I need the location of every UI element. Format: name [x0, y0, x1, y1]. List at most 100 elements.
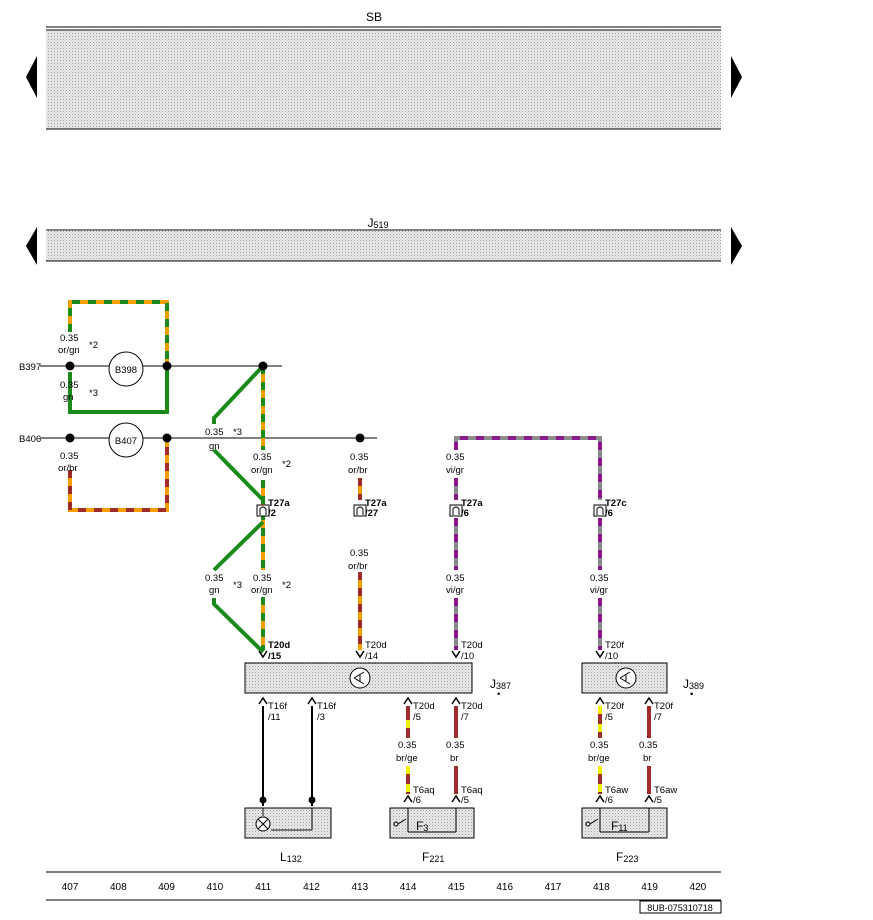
wire-label-color: or/br [348, 465, 368, 476]
wire-label-size: 0.35 [590, 573, 609, 584]
bus-j519-label: J519 [367, 216, 388, 230]
connector-t20f-10[interactable]: T20f /10 [595, 640, 624, 662]
component-j389-label: J389 [683, 677, 704, 691]
component-f221[interactable]: F3 F221 [389, 807, 475, 864]
wire-label-color: or/gn [251, 465, 273, 476]
connector-t20d-10[interactable]: T20d /10 [451, 640, 483, 662]
document-id: 8UB-075310718 [639, 900, 722, 914]
connector-t16f-11[interactable]: T16f /11 [258, 696, 287, 723]
wire-label-size: 0.35 [398, 740, 417, 751]
bus-sb-right-arrow-icon[interactable] [731, 56, 742, 98]
wire-label-size: 0.35 [253, 573, 272, 584]
svg-text:T6aq: T6aq [413, 785, 435, 796]
connector-t20d-15[interactable]: T20d /15 [258, 640, 290, 662]
wire-label-size: 0.35 [639, 740, 658, 751]
svg-text:/15: /15 [268, 651, 282, 662]
connector-t27a-6[interactable]: T27a /6 [449, 498, 483, 519]
column-number: 417 [545, 882, 562, 893]
wire-label-size: 0.35 [446, 452, 465, 463]
wire-vi-gr[interactable] [454, 436, 602, 650]
wire-label-color: gn [209, 441, 220, 452]
connector-t27a-27[interactable]: T27a /27 [353, 498, 387, 519]
bus-j519: J519 [26, 216, 742, 265]
svg-text:/10: /10 [461, 651, 474, 662]
svg-text:•: • [690, 689, 693, 700]
component-f223[interactable]: F11 F223 [581, 807, 668, 864]
column-number: 410 [207, 882, 224, 893]
svg-text:T16f: T16f [268, 701, 287, 712]
svg-text:B407: B407 [115, 436, 137, 447]
svg-text:T20d: T20d [461, 640, 483, 651]
svg-text:/6: /6 [605, 795, 613, 806]
connector-t20d-14[interactable]: T20d /14 [355, 640, 387, 662]
svg-text:T20d: T20d [268, 640, 290, 651]
connector-t16f-3[interactable]: T16f /3 [307, 696, 336, 723]
wire-label-size: 0.35 [446, 740, 465, 751]
wire-411-gn-bypass[interactable] [212, 364, 265, 654]
connector-t6aw-6[interactable]: T6aw /6 [595, 785, 628, 806]
splice-b398[interactable]: B398 [108, 351, 144, 387]
splice-b407[interactable]: B407 [108, 422, 144, 458]
connector-t6aw-5[interactable]: T6aw /5 [644, 785, 677, 806]
svg-text:T20f: T20f [605, 701, 624, 712]
svg-text:T20d: T20d [365, 640, 387, 651]
svg-text:/5: /5 [461, 795, 469, 806]
wire-loop-or-br[interactable] [68, 438, 169, 512]
connector-t20f-5[interactable]: T20f /5 [595, 696, 624, 723]
wire-black-l132[interactable] [259, 706, 316, 806]
svg-text:T16f: T16f [317, 701, 336, 712]
wire-note: *2 [282, 459, 291, 470]
wire-note: *3 [233, 427, 242, 438]
edge-label-b397: B397 [19, 362, 41, 373]
wire-label-size: 0.35 [205, 427, 224, 438]
connector-t20d-7[interactable]: T20d /7 [451, 696, 483, 723]
component-j387[interactable]: J387 • [244, 662, 511, 700]
bus-j519-left-arrow-icon[interactable] [26, 227, 37, 265]
wire-label-color: br/ge [588, 753, 610, 764]
svg-text:8UB-075310718: 8UB-075310718 [647, 903, 713, 913]
wire-note: *2 [282, 580, 291, 591]
wire-label-size: 0.35 [350, 548, 369, 559]
wire-label-size: 0.35 [205, 573, 224, 584]
connector-t27c-6[interactable]: T27c /6 [593, 498, 627, 519]
bus-j519-right-arrow-icon[interactable] [731, 227, 742, 265]
switch-icon [585, 817, 601, 832]
svg-text:T6aq: T6aq [461, 785, 483, 796]
svg-text:T27c: T27c [605, 498, 627, 509]
component-f11-label: F11 [611, 819, 628, 833]
connector-t6aq-6[interactable]: T6aq /6 [403, 785, 435, 806]
column-number: 408 [110, 882, 127, 893]
wire-loop-or-gn[interactable] [68, 300, 169, 366]
wire-note: *3 [233, 580, 242, 591]
component-l132-label: L132 [280, 850, 302, 864]
column-number: 414 [400, 882, 417, 893]
wire-loop-gn[interactable] [68, 366, 169, 414]
connector-t20f-7[interactable]: T20f /7 [644, 696, 673, 723]
column-number: 419 [641, 882, 658, 893]
wire-label-color: br [643, 753, 651, 764]
wire-label-size: 0.35 [60, 333, 79, 344]
svg-text:/5: /5 [605, 712, 613, 723]
svg-text:T20f: T20f [605, 640, 624, 651]
svg-text:/10: /10 [605, 651, 618, 662]
svg-text:T27a: T27a [365, 498, 387, 509]
svg-text:T6aw: T6aw [605, 785, 628, 796]
wire-label-color: br/ge [396, 753, 418, 764]
bus-sb-left-arrow-icon[interactable] [26, 56, 37, 98]
bus-sb: SB [26, 10, 742, 130]
component-l132[interactable]: L132 [244, 807, 332, 864]
svg-text:/6: /6 [413, 795, 421, 806]
wire-label-size: 0.35 [590, 740, 609, 751]
wire-label-size: 0.35 [60, 451, 79, 462]
svg-text:/5: /5 [413, 712, 421, 723]
column-number: 411 [255, 882, 271, 893]
svg-text:/14: /14 [365, 651, 378, 662]
connector-t6aq-5[interactable]: T6aq /5 [451, 785, 483, 806]
component-j389[interactable]: J389 • [581, 662, 704, 700]
wire-label-color: br [450, 753, 458, 764]
connector-t27a-2[interactable]: T27a /2 [256, 498, 290, 519]
connector-t20d-5[interactable]: T20d /5 [403, 696, 435, 723]
column-number: 413 [351, 882, 368, 893]
